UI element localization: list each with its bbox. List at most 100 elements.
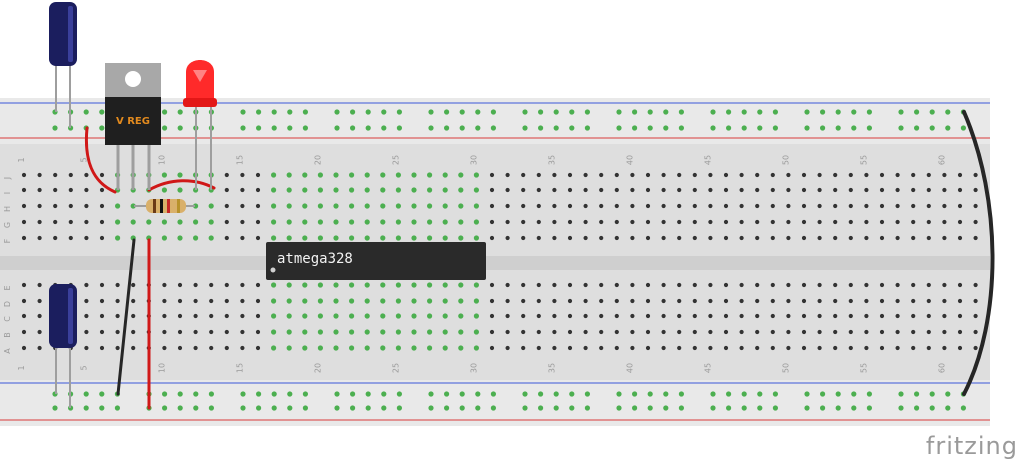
breadboard-hole [801, 329, 807, 335]
atmega328-chip[interactable]: atmega328 [266, 242, 486, 280]
column-number-label: 50 [781, 155, 790, 165]
breadboard-hole [536, 313, 541, 319]
breadboard-hole [552, 329, 557, 335]
rail-hole [851, 405, 857, 411]
rail-hole [396, 391, 402, 397]
breadboard-hole [755, 282, 760, 288]
breadboard-hole [349, 345, 355, 351]
wire-red-rail-to-regulator[interactable] [84, 126, 117, 194]
breadboard-hole [521, 329, 526, 335]
rail-hole [678, 125, 685, 131]
breadboard-hole [848, 345, 853, 351]
column-number-label: 15 [235, 155, 244, 165]
breadboard-hole [614, 298, 619, 304]
rail-hole [240, 109, 246, 115]
rail-hole [726, 109, 732, 115]
row-letter-label: H [3, 206, 12, 212]
breadboard-hole [583, 187, 588, 193]
breadboard-hole [833, 329, 838, 335]
capacitor-top[interactable] [49, 2, 77, 128]
breadboard-hole [645, 329, 651, 335]
breadboard-hole [708, 219, 713, 225]
row-letter-label: G [3, 222, 12, 228]
breadboard-hole [380, 313, 386, 319]
breadboard-hole [911, 235, 916, 241]
wire-black-diagonal[interactable] [116, 238, 136, 396]
breadboard-hole [193, 235, 199, 241]
breadboard-hole [957, 298, 963, 304]
breadboard-hole [177, 313, 183, 319]
breadboard-hole [567, 219, 573, 225]
breadboard-hole [302, 219, 308, 225]
breadboard-hole [739, 329, 744, 335]
rail-hole [553, 405, 559, 411]
breadboard-hole [115, 203, 121, 209]
resistor[interactable] [134, 199, 195, 213]
breadboard-hole [411, 298, 417, 304]
breadboard-hole [271, 203, 277, 209]
breadboard-hole [224, 219, 229, 225]
breadboard-hole [755, 172, 760, 178]
rail-hole [475, 109, 481, 115]
breadboard-hole [255, 235, 261, 241]
led-red[interactable] [183, 60, 217, 190]
breadboard-hole [926, 187, 931, 193]
rail-hole [538, 405, 544, 411]
rail-hole [365, 391, 371, 397]
breadboard-hole [614, 187, 619, 193]
breadboard-hole [240, 187, 245, 193]
rail-hole [490, 125, 496, 131]
rail-hole [820, 405, 826, 411]
voltage-regulator[interactable]: V REG [105, 63, 161, 190]
breadboard-hole [521, 172, 526, 178]
breadboard-hole [395, 282, 401, 288]
breadboard-hole [37, 235, 42, 241]
rail-hole [538, 125, 544, 131]
breadboard-hole [68, 219, 73, 225]
capacitor-bottom[interactable] [49, 284, 77, 408]
regulator-label: V REG [116, 116, 150, 127]
breadboard-hole [209, 329, 214, 335]
wire-red-jumper-top[interactable] [147, 179, 216, 192]
rail-hole [772, 405, 779, 411]
chip-pin1-dot [270, 267, 276, 273]
rail-hole [914, 405, 920, 411]
breadboard-hole [21, 172, 27, 178]
rail-hole [381, 125, 387, 131]
breadboard-hole [115, 313, 120, 319]
rail-hole [632, 125, 638, 131]
breadboard-hole [521, 187, 526, 193]
breadboard-hole [879, 282, 885, 288]
breadboard-hole [786, 235, 791, 241]
rail-hole [929, 405, 935, 411]
breadboard-hole [240, 282, 245, 288]
breadboard-hole [692, 329, 697, 335]
breadboard-hole [505, 329, 510, 335]
rail-hole [914, 109, 920, 115]
breadboard-hole [240, 203, 245, 209]
rail-hole [428, 109, 434, 115]
breadboard-hole [848, 329, 853, 335]
rail-hole [632, 391, 638, 397]
breadboard-hole [271, 219, 277, 225]
breadboard-hole [131, 345, 136, 351]
breadboard-hole [53, 172, 58, 178]
breadboard-hole [817, 172, 822, 178]
breadboard-hole [442, 219, 448, 225]
rail-hole [444, 125, 450, 131]
breadboard-hole [895, 282, 900, 288]
breadboard-hole [708, 235, 713, 241]
wire-black-rail-arc[interactable] [962, 110, 995, 396]
rail-hole [772, 109, 779, 115]
breadboard-hole [661, 219, 666, 225]
breadboard-hole [536, 235, 541, 241]
breadboard-hole [317, 298, 323, 304]
rail-hole [287, 109, 293, 115]
breadboard-hole [458, 282, 464, 288]
breadboard-hole [177, 282, 183, 288]
breadboard-hole [37, 282, 42, 288]
rail-hole [162, 125, 168, 131]
breadboard-hole [37, 298, 42, 304]
breadboard-hole [770, 203, 775, 209]
